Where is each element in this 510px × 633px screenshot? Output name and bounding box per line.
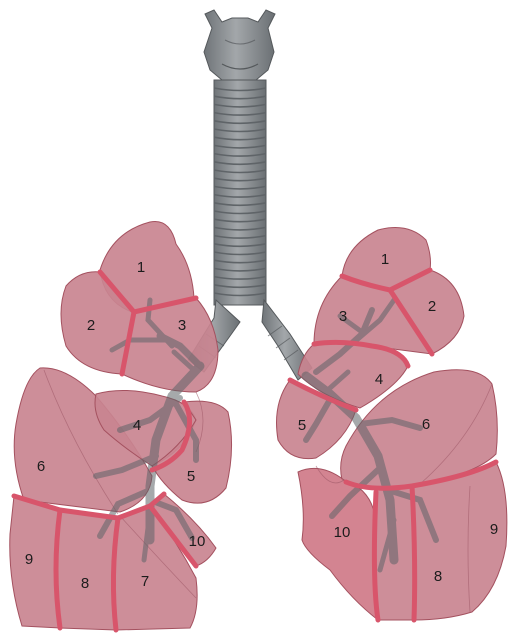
segment-r9 bbox=[10, 496, 60, 628]
label-l2: 2 bbox=[428, 298, 436, 315]
label-r7: 7 bbox=[141, 573, 149, 590]
label-r4: 4 bbox=[133, 417, 141, 434]
segment-r8 bbox=[56, 510, 118, 630]
left-lung: 1 2 3 4 5 6 8 9 10 bbox=[277, 228, 507, 620]
label-l4: 4 bbox=[375, 371, 383, 388]
segment-l10 bbox=[298, 468, 378, 620]
label-r6: 6 bbox=[37, 458, 45, 475]
label-l5: 5 bbox=[298, 417, 306, 434]
label-r2: 2 bbox=[87, 317, 95, 334]
label-l1: 1 bbox=[381, 251, 389, 268]
label-l6: 6 bbox=[422, 416, 430, 433]
label-r9: 9 bbox=[25, 551, 33, 568]
label-r10: 10 bbox=[189, 533, 206, 550]
right-lung: 1 2 3 4 5 6 7 8 9 10 bbox=[10, 221, 232, 630]
label-r3: 3 bbox=[178, 317, 186, 334]
label-r5: 5 bbox=[187, 468, 195, 485]
label-l3: 3 bbox=[339, 308, 347, 325]
label-r8: 8 bbox=[81, 575, 89, 592]
label-l9: 9 bbox=[490, 521, 498, 538]
label-l8: 8 bbox=[434, 568, 442, 585]
label-l10: 10 bbox=[334, 524, 351, 541]
label-r1: 1 bbox=[137, 259, 145, 276]
